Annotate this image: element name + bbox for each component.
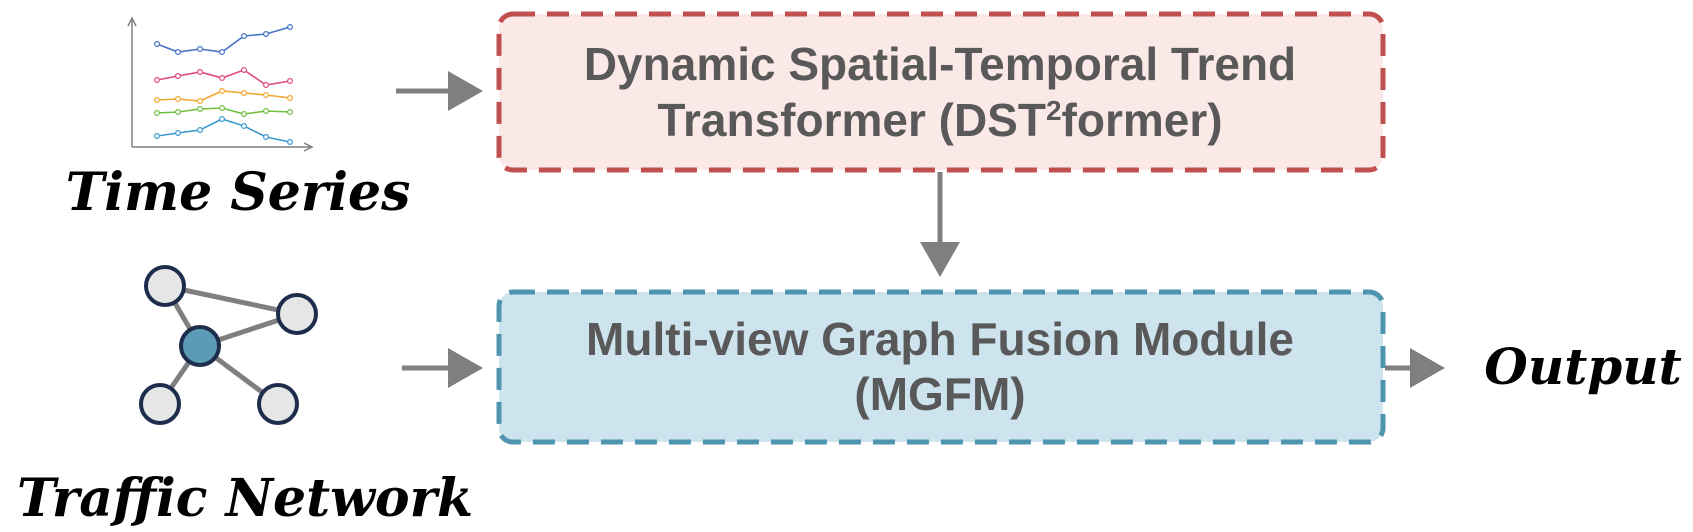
series-point <box>287 24 294 31</box>
series-point <box>154 109 161 116</box>
mgfm-title-line1: Multi-view Graph Fusion Module <box>586 313 1294 365</box>
series-point <box>175 48 182 55</box>
series-point <box>154 76 161 83</box>
series-point <box>263 31 270 38</box>
series-point <box>197 105 204 112</box>
graph-node <box>139 383 181 425</box>
series-point <box>219 87 226 94</box>
series-point <box>197 97 204 104</box>
series-point <box>241 89 248 96</box>
series-point <box>287 139 294 146</box>
series-point <box>241 122 248 129</box>
series-point <box>175 108 182 115</box>
series-point <box>263 107 270 114</box>
graph-node <box>276 293 318 335</box>
graph-node <box>144 265 186 307</box>
series-point <box>154 96 161 103</box>
dst2former-title-line1: Dynamic Spatial-Temporal Trend <box>584 38 1296 90</box>
series-point <box>263 81 270 88</box>
series-point <box>219 48 226 55</box>
time-series-label: Time Series <box>66 162 411 223</box>
series-point <box>197 45 204 52</box>
series-point <box>241 110 248 117</box>
series-point <box>263 134 270 141</box>
dst2former-title-line2: Transformer (DST2former) <box>657 94 1222 146</box>
output-label: Output <box>1484 337 1681 396</box>
series-point <box>175 95 182 102</box>
graph-node <box>257 383 299 425</box>
series-point <box>154 40 161 47</box>
graph-node-center <box>179 325 221 367</box>
graph-network-icon <box>139 265 318 425</box>
series-point <box>197 68 204 75</box>
series-point <box>241 66 248 73</box>
series-point <box>287 94 294 101</box>
line-chart-icon <box>127 16 314 152</box>
traffic-network-label: Traffic Network <box>17 468 473 529</box>
series-point <box>219 74 226 81</box>
mgfm-title-line2: (MGFM) <box>854 368 1025 420</box>
series-point <box>287 108 294 115</box>
series-point <box>219 115 226 122</box>
dst2former-box: Dynamic Spatial-Temporal Trend Transform… <box>496 11 1386 173</box>
series-point <box>219 104 226 111</box>
series-point <box>154 133 161 140</box>
series-point <box>263 91 270 98</box>
mgfm-box: Multi-view Graph Fusion Module (MGFM) <box>496 289 1386 445</box>
series-point <box>197 126 204 133</box>
series-point <box>175 130 182 137</box>
series-point <box>241 32 248 39</box>
series-point <box>175 72 182 79</box>
series-point <box>287 77 294 84</box>
series-line <box>156 26 291 53</box>
